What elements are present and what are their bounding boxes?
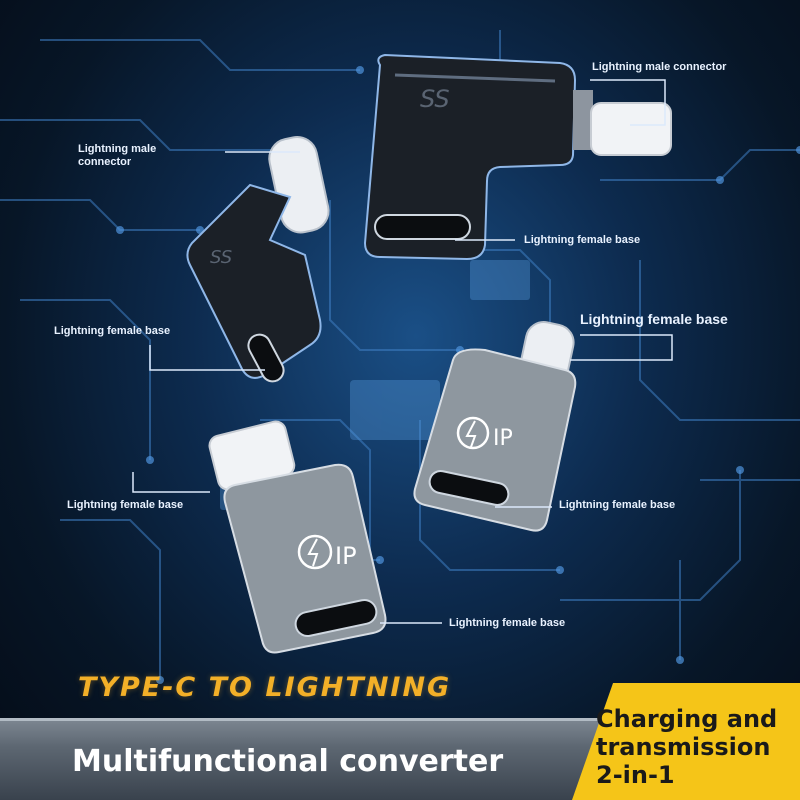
yellow-feature-tab: [572, 683, 800, 800]
callout-top-right-base: Lightning female base: [524, 234, 641, 246]
pd-badge-text: IP: [493, 426, 513, 451]
tab-line-2: transmission: [596, 733, 771, 761]
callout-mid-right-top: Lightning female base: [580, 311, 728, 327]
straight-adapter-tilted: IP: [413, 321, 577, 532]
headline: TYPE-C TO LIGHTNING: [78, 672, 452, 703]
right-angle-adapter-small: SS: [186, 135, 330, 383]
usb-ss-logo: SS: [420, 85, 450, 113]
pd-badge-text-2: IP: [335, 542, 357, 570]
callout-bottom-base: Lightning female base: [449, 617, 566, 629]
tab-line-1: Charging and: [596, 705, 778, 733]
callout-top-left-base: Lightning female base: [54, 325, 171, 337]
leader-mid-left: [132, 472, 210, 493]
usb-ss-logo-small: SS: [210, 247, 232, 268]
subheadline: Multifunctional converter: [72, 744, 504, 779]
straight-adapter-front: IP: [208, 420, 387, 654]
leader-mid-right-top: [570, 334, 673, 361]
leader-top-right-connector: [590, 79, 666, 126]
right-angle-adapter-large: SS: [363, 53, 672, 261]
callout-top-left-connector: Lightning male connector: [78, 143, 157, 168]
tab-line-3: 2-in-1: [596, 761, 675, 789]
feature-tab-text: Charging and transmission 2-in-1: [596, 705, 796, 789]
leader-top-left-base: [149, 345, 265, 371]
callout-mid-left: Lightning female base: [67, 499, 184, 511]
callout-top-right-connector: Lightning male connector: [592, 61, 727, 73]
callout-mid-right-base: Lightning female base: [559, 499, 676, 511]
